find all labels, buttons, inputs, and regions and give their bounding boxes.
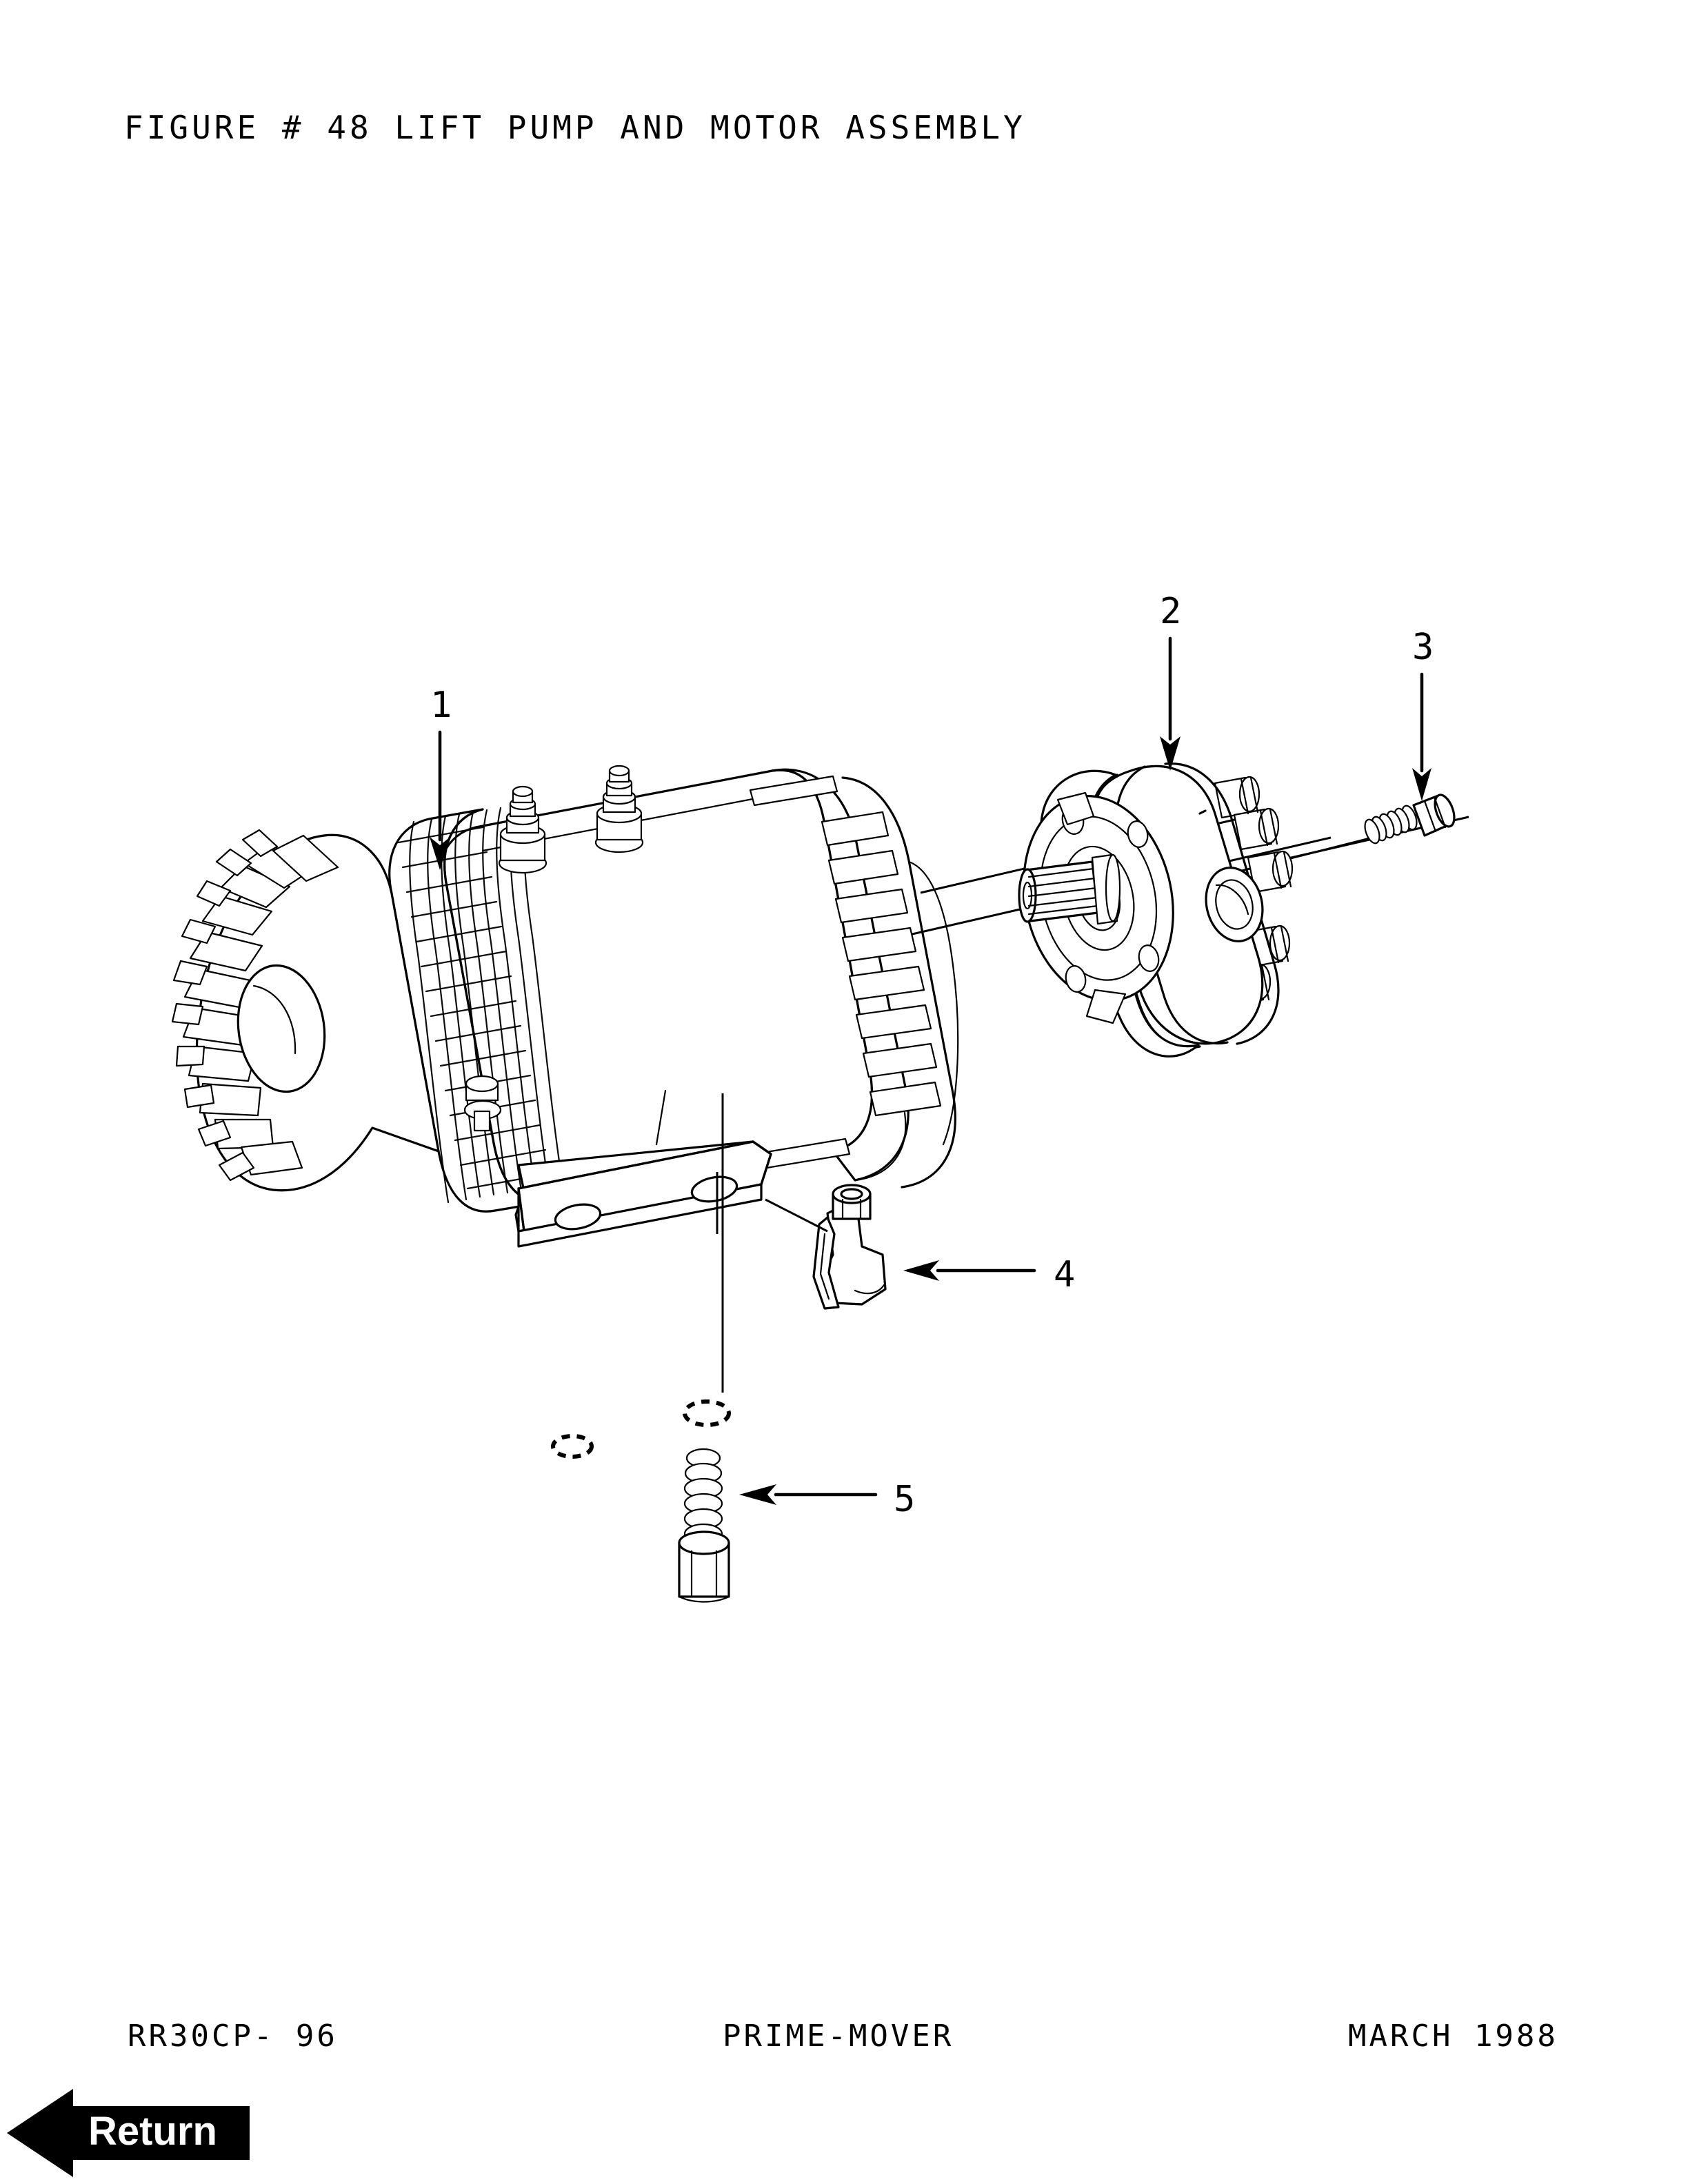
callout-2: 2 [1160,591,1181,771]
return-button[interactable] [7,2089,250,2177]
footer-date: MARCH 1988 [1348,2019,1558,2054]
hex-bolt-part [1364,793,1456,845]
callout-1: 1 [430,685,452,870]
washer-phantom-group [551,1399,731,1459]
callouts: 1 2 3 4 [430,591,1434,1520]
callout-3: 3 [1412,627,1434,801]
motor-mesh-band [388,802,564,1213]
electric-motor [171,765,959,1248]
terminal-post-right [594,765,644,853]
callout-2-number: 2 [1160,591,1181,632]
left-arrow-icon [7,2089,250,2177]
pump-splined-shaft [1018,853,1121,925]
motor-fan-fins [171,829,440,1192]
stud-bolt-part [678,1448,730,1603]
motor-terminal-posts [498,765,644,874]
terminal-post-left [498,785,547,874]
motor-mounting-foot [514,1140,772,1248]
motor-band-bolt [463,1075,502,1132]
footer-part-number: RR30CP- 96 [128,2019,338,2054]
callout-3-number: 3 [1412,627,1434,668]
footer: RR30CP- 96 PRIME-MOVER MARCH 1988 [0,2019,1688,2060]
callout-1-number: 1 [430,685,452,726]
callout-4: 4 [903,1254,1075,1295]
callout-5-number: 5 [894,1479,915,1520]
callout-5: 5 [739,1479,915,1520]
footer-section-title: PRIME-MOVER [723,2019,954,2054]
pump-port-boss [1205,867,1264,942]
clamp-bracket-part [812,1184,887,1310]
callout-4-number: 4 [1054,1254,1075,1295]
motor-vent-slots [749,775,942,1169]
leader-lines [716,1093,828,1393]
hydraulic-gear-pump [1018,762,1294,1058]
page-title: FIGURE # 48 LIFT PUMP AND MOTOR ASSEMBLY [124,109,1026,146]
